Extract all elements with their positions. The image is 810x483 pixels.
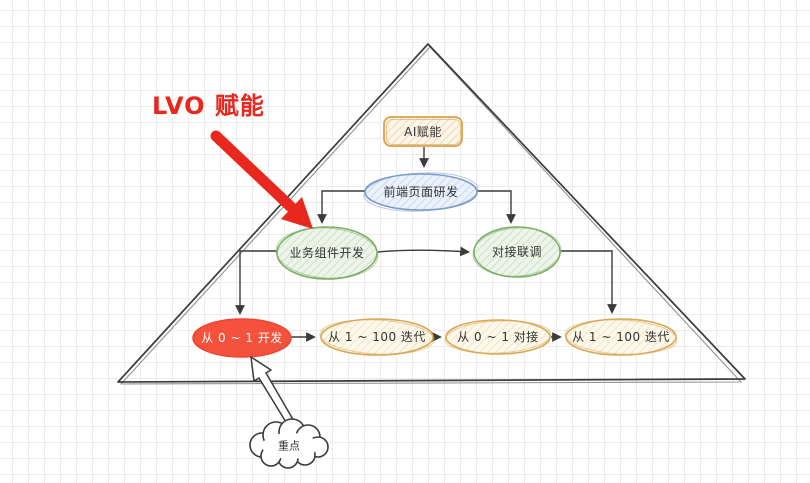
node-frontend-page-dev[interactable]: 前端页面研发: [363, 170, 479, 214]
callout-cloud[interactable]: 重点: [249, 418, 329, 469]
node-zero-to-one-integration[interactable]: 从 0 ~ 1 对接: [444, 318, 552, 356]
callout-cloud-label: 重点: [278, 439, 300, 453]
node-business-component-dev[interactable]: 业务组件开发: [274, 225, 379, 282]
pyramid-outline: [117, 43, 746, 385]
lvo-annotation-label: LVO 赋能: [152, 92, 265, 120]
node-ai-empower[interactable]: AI赋能: [383, 116, 463, 147]
node-one-to-hundred-iteration[interactable]: 从 1 ~ 100 迭代: [319, 317, 435, 357]
edge-frontend-to-component: [317, 190, 366, 224]
node-label-one-to-hundred-iteration-2: 从 1 ~ 100 迭代: [572, 330, 670, 344]
edge-debug-to-iteration2: [561, 250, 617, 314]
node-label-one-to-hundred-iteration: 从 1 ~ 100 迭代: [328, 330, 426, 344]
node-label-zero-to-one-dev: 从 0 ~ 1 开发: [201, 330, 283, 345]
node-label-ai-empower: AI赋能: [404, 125, 442, 139]
node-label-integration-debug: 对接联调: [492, 244, 542, 259]
lvo-annotation: LVO 赋能: [152, 92, 313, 229]
edge-component-to-zerotoone: [235, 250, 277, 315]
red-arrow-head-icon: [281, 197, 313, 229]
node-label-zero-to-one-integration: 从 0 ~ 1 对接: [457, 329, 539, 344]
node-label-business-component-dev: 业务组件开发: [289, 245, 364, 260]
red-arrow-shaft: [210, 130, 297, 213]
node-label-frontend-page-dev: 前端页面研发: [383, 184, 458, 199]
node-zero-to-one-dev[interactable]: 从 0 ~ 1 开发: [192, 318, 292, 358]
node-integration-debug[interactable]: 对接联调: [471, 225, 562, 279]
node-one-to-hundred-iteration-2[interactable]: 从 1 ~ 100 迭代: [564, 317, 678, 357]
connectors: [235, 147, 617, 342]
edge-frontend-to-debug: [477, 190, 516, 224]
edge-component-to-debug: [377, 246, 470, 257]
